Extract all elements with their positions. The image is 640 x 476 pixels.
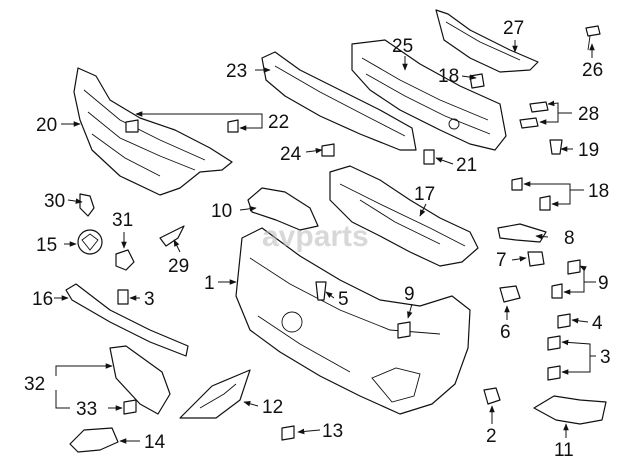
callout-25[interactable]: 25	[392, 36, 413, 57]
callout-23[interactable]: 23	[226, 61, 247, 82]
part-17-center-support[interactable]	[329, 165, 479, 267]
part-14-side-lamp[interactable]	[69, 427, 119, 453]
callout-9-right[interactable]: 9	[598, 273, 609, 294]
callout-33[interactable]: 33	[76, 399, 97, 420]
part-25-energy-absorber[interactable]	[351, 39, 507, 151]
callout-21[interactable]: 21	[456, 155, 477, 176]
callout-26[interactable]: 26	[582, 60, 603, 81]
part-12-fog-bezel[interactable]	[179, 369, 251, 419]
part-10-side-bracket[interactable]	[247, 187, 319, 231]
part-31-sensor[interactable]	[115, 249, 135, 271]
part-20-grille-frame[interactable]	[73, 67, 233, 196]
part-2-clip-nut[interactable]	[483, 387, 501, 405]
callout-7[interactable]: 7	[496, 250, 507, 271]
callout-29[interactable]: 29	[168, 256, 189, 277]
callout-1[interactable]: 1	[204, 273, 215, 294]
callout-32[interactable]: 32	[24, 374, 45, 395]
callout-22[interactable]: 22	[268, 112, 289, 133]
callout-9-center[interactable]: 9	[404, 284, 415, 305]
callout-31[interactable]: 31	[112, 210, 133, 231]
callout-4[interactable]: 4	[592, 313, 603, 334]
callout-19[interactable]: 19	[578, 140, 599, 161]
part-7-clip[interactable]	[527, 251, 545, 267]
part-30-cap[interactable]	[79, 193, 95, 217]
callout-12[interactable]: 12	[262, 397, 283, 418]
callout-11[interactable]: 11	[554, 440, 574, 461]
callout-10[interactable]: 10	[211, 201, 232, 222]
part-6-retainer[interactable]	[499, 285, 521, 303]
callout-3-left[interactable]: 3	[144, 289, 155, 310]
callout-14[interactable]: 14	[144, 432, 166, 453]
leader-lines	[54, 40, 596, 444]
callout-30[interactable]: 30	[44, 191, 65, 212]
callout-3-right[interactable]: 3	[600, 347, 611, 368]
callout-27[interactable]: 27	[503, 18, 524, 39]
part-27-upper-bracket[interactable]	[435, 9, 539, 73]
callout-13[interactable]: 13	[322, 421, 343, 442]
part-28-labels[interactable]	[519, 101, 549, 129]
part-11-lower-deflector[interactable]	[533, 395, 607, 425]
callout-18-lower[interactable]: 18	[588, 181, 609, 202]
callout-28[interactable]: 28	[578, 104, 599, 125]
part-23-upper-reinforcement[interactable]	[261, 51, 417, 151]
callout-6[interactable]: 6	[500, 322, 511, 343]
callout-16[interactable]: 16	[32, 289, 53, 310]
callout-15[interactable]: 15	[36, 235, 57, 256]
fasteners	[117, 25, 601, 441]
callout-8[interactable]: 8	[564, 228, 575, 249]
part-29-wire-clip[interactable]	[159, 225, 185, 247]
callout-2[interactable]: 2	[486, 426, 497, 447]
callout-5[interactable]: 5	[338, 289, 349, 310]
callout-labels: 20 23 25 27 26 18 28 19 21 18 22 24 17 1…	[24, 18, 611, 461]
callout-24[interactable]: 24	[280, 144, 302, 165]
part-32-license-bracket[interactable]	[109, 345, 171, 415]
callout-20[interactable]: 20	[36, 115, 57, 136]
part-8-bracket[interactable]	[497, 223, 547, 243]
callout-17[interactable]: 17	[414, 184, 435, 205]
callout-18-upper[interactable]: 18	[438, 66, 459, 87]
part-15-emblem[interactable]	[77, 229, 103, 255]
watermark: avparts	[262, 220, 369, 253]
part-16-lower-molding[interactable]	[65, 283, 189, 357]
